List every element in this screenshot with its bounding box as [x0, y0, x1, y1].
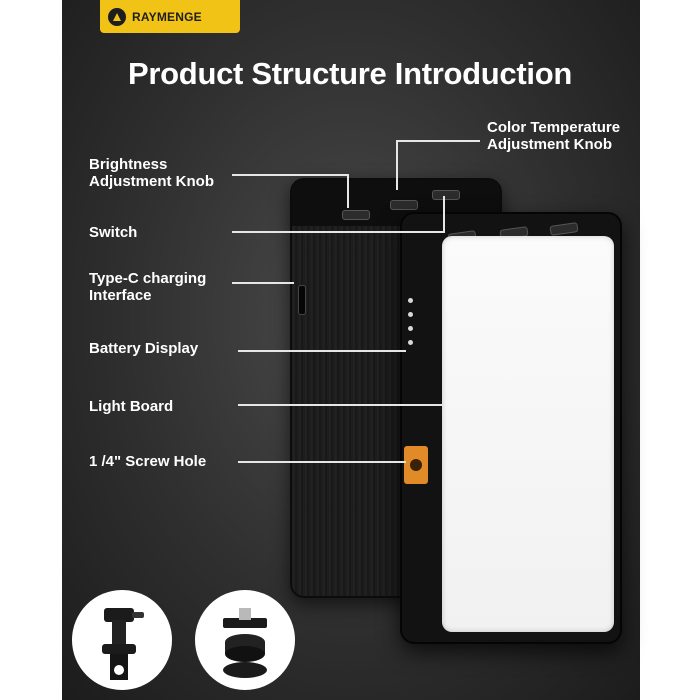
label-screw-hole: 1 /4" Screw Hole	[89, 453, 207, 470]
leader-line	[232, 174, 348, 176]
light-board-panel	[442, 236, 614, 632]
brand-logo-icon	[108, 7, 126, 26]
accessory-cold-shoe-clip	[72, 590, 172, 690]
brand-name: RAYMENGE	[132, 9, 202, 24]
label-line: Type-C charging	[89, 270, 207, 287]
leader-line	[238, 404, 444, 406]
label-line: Color Temperature	[487, 119, 621, 136]
leader-line	[396, 140, 398, 190]
switch-icon	[432, 190, 460, 200]
front-knob-3-icon	[549, 222, 579, 236]
leader-line	[238, 350, 406, 352]
leader-line	[443, 196, 445, 233]
leader-line	[396, 140, 480, 142]
brightness-knob-icon	[342, 210, 370, 220]
leader-line	[232, 282, 294, 284]
label-line: Interface	[89, 287, 152, 304]
color-temp-knob-icon	[390, 200, 418, 210]
battery-led-icon	[408, 340, 413, 345]
label-battery-display: Battery Display	[89, 340, 199, 357]
label-switch: Switch	[89, 224, 138, 241]
leader-line	[347, 174, 349, 208]
screw-hole-icon	[404, 446, 428, 484]
label-line: Adjustment Knob	[487, 136, 612, 153]
clip-mount-icon	[102, 608, 144, 680]
leader-line	[232, 231, 444, 233]
brand-logo: RAYMENGE	[100, 0, 240, 33]
page-title: Product Structure Introduction	[128, 56, 572, 91]
shoe-adapter-icon	[223, 608, 267, 678]
device-front-view	[400, 212, 622, 644]
label-brightness: Brightness Adjustment Knob	[89, 156, 214, 190]
label-line: Adjustment Knob	[89, 173, 214, 190]
label-line: Brightness	[89, 156, 168, 173]
label-type-c: Type-C charging Interface	[89, 270, 206, 304]
label-light-board: Light Board	[89, 398, 174, 415]
accessory-cold-shoe-adapter	[195, 590, 295, 690]
battery-led-icon	[408, 326, 413, 331]
battery-led-icon	[408, 298, 413, 303]
usb-c-port-icon	[298, 285, 306, 315]
battery-led-icon	[408, 312, 413, 317]
label-color-temperature: Color Temperature Adjustment Knob	[487, 119, 620, 153]
leader-line	[238, 461, 406, 463]
